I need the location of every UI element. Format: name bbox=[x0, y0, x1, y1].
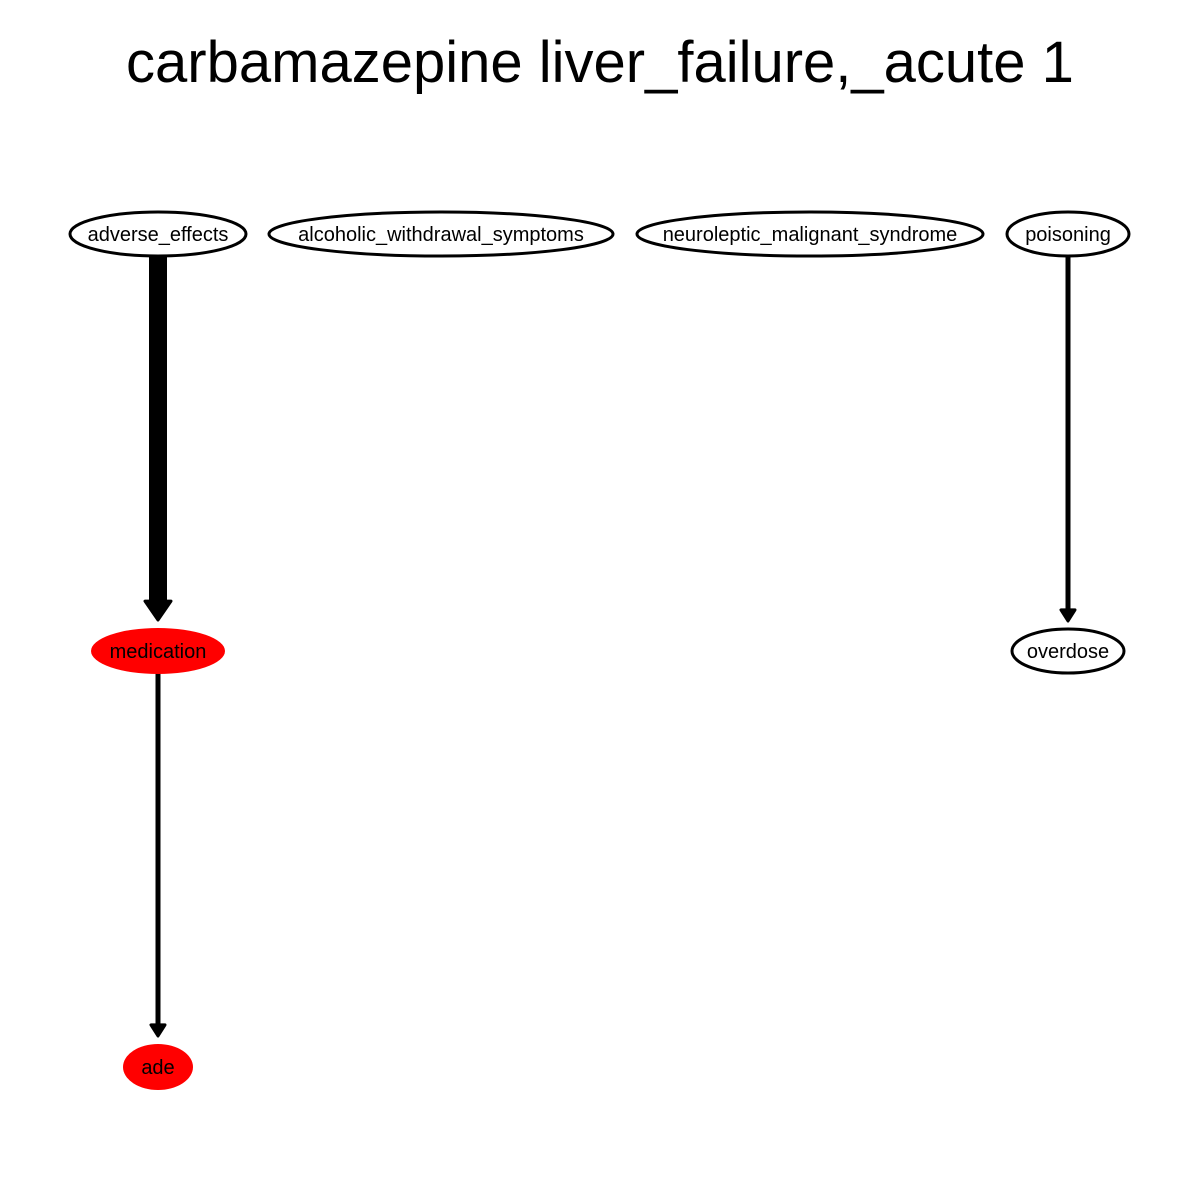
node-ade: ade bbox=[123, 1044, 193, 1090]
nodes-layer: adverse_effects alcoholic_withdrawal_symp… bbox=[68, 210, 1131, 1090]
node-ellipse bbox=[1005, 210, 1131, 258]
node-label: overdose bbox=[1027, 641, 1109, 663]
node-label: adverse_effects bbox=[88, 224, 229, 246]
edge-arrowhead bbox=[149, 1023, 167, 1038]
edge-arrowhead bbox=[1059, 608, 1077, 623]
node-ellipse bbox=[91, 628, 225, 674]
edge-adverse_effects-to-medication bbox=[143, 247, 173, 622]
node-ellipse bbox=[635, 210, 985, 258]
graph-title: carbamazepine liver_failure,_acute 1 bbox=[126, 30, 1074, 95]
node-label: poisoning bbox=[1025, 224, 1111, 246]
node-poisoning: poisoning bbox=[1005, 210, 1131, 258]
node-label: neuroleptic_malignant_syndrome bbox=[663, 224, 958, 246]
node-label: alcoholic_withdrawal_symptoms bbox=[298, 224, 584, 246]
node-alcoholic_withdrawal_symptoms: alcoholic_withdrawal_symptoms bbox=[267, 210, 615, 258]
edge-arrowhead bbox=[143, 599, 173, 622]
node-ellipse bbox=[267, 210, 615, 258]
node-label: ade bbox=[141, 1057, 174, 1079]
node-label: medication bbox=[110, 641, 207, 663]
node-ellipse bbox=[123, 1044, 193, 1090]
node-ellipse bbox=[1010, 627, 1126, 675]
edge-medication-to-ade bbox=[149, 671, 167, 1038]
edge-poisoning-to-overdose bbox=[1059, 253, 1077, 623]
node-medication: medication bbox=[91, 628, 225, 674]
node-neuroleptic_malignant_syndrome: neuroleptic_malignant_syndrome bbox=[635, 210, 985, 258]
node-overdose: overdose bbox=[1010, 627, 1126, 675]
node-ellipse bbox=[68, 210, 248, 258]
edges-layer bbox=[143, 247, 1077, 1038]
node-adverse_effects: adverse_effects bbox=[68, 210, 248, 258]
